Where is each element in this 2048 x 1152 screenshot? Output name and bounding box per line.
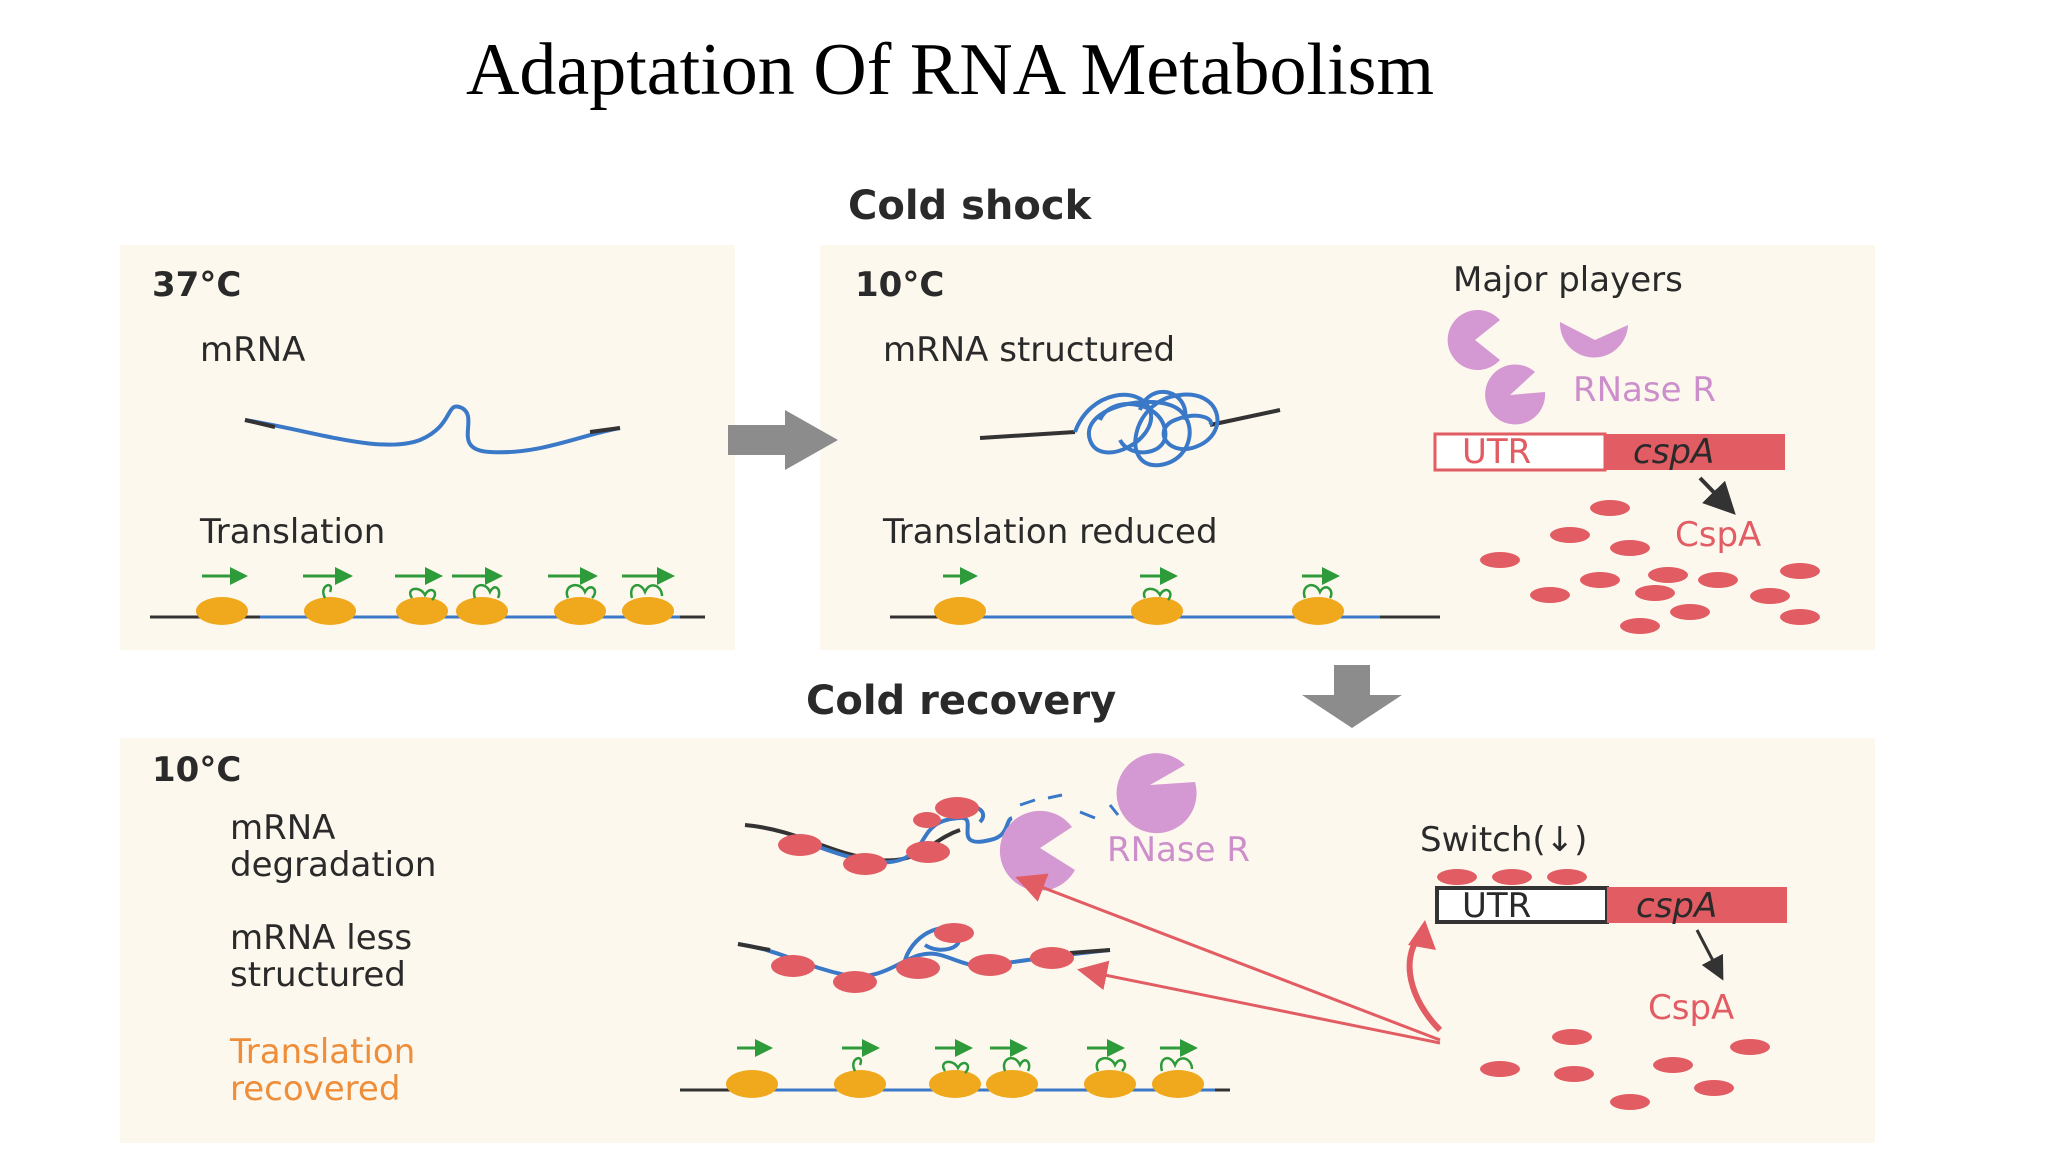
mrna-degradation-label-1: mRNA bbox=[230, 808, 336, 848]
gray-arrow-right bbox=[728, 410, 838, 470]
temp-10c-recovery: 10°C bbox=[152, 750, 242, 790]
mrna-less-label-1: mRNA less bbox=[230, 918, 413, 958]
translation-recovered-label-1: Translation bbox=[230, 1032, 416, 1072]
gene-to-protein-arrow bbox=[1698, 476, 1736, 515]
cspa-proteins-top bbox=[1480, 500, 1820, 634]
mrna-strand-ends bbox=[244, 418, 621, 434]
utr-box-recovery bbox=[1435, 886, 1609, 924]
cspa-gene-recovery-label: cspA bbox=[1636, 886, 1718, 926]
gene-to-protein-arrow-recovery bbox=[1695, 929, 1724, 981]
major-players-label: Major players bbox=[1453, 260, 1683, 300]
translation-label: Translation bbox=[200, 512, 386, 552]
translation-recovered-label-2: recovered bbox=[230, 1069, 401, 1109]
cold-shock-heading: Cold shock bbox=[848, 183, 1092, 229]
nascent-peptides-37c bbox=[322, 583, 664, 601]
switch-label: Switch(↓) bbox=[1420, 820, 1588, 860]
rnase-r-recovery-label: RNase R bbox=[1107, 830, 1250, 870]
structured-mrna-ends bbox=[979, 408, 1281, 440]
rnase-r-shapes bbox=[1447, 310, 1628, 425]
cspa-protein-label: CspA bbox=[1675, 515, 1762, 555]
slide-title: Adaptation Of RNA Metabolism bbox=[465, 29, 1435, 111]
gray-arrow-down bbox=[1302, 665, 1402, 728]
mrna-structured-label: mRNA structured bbox=[883, 330, 1176, 370]
structured-mrna-tangle bbox=[1073, 390, 1220, 468]
rnase-r-label: RNase R bbox=[1573, 370, 1716, 410]
translation-reduced-label: Translation reduced bbox=[883, 512, 1218, 552]
cspa-action-arrows bbox=[1015, 873, 1441, 1045]
degrading-mrna bbox=[744, 793, 1120, 875]
cspa-gene-label: cspA bbox=[1633, 432, 1715, 472]
mrna-strand bbox=[244, 404, 621, 455]
mrna-degradation-label-2: degradation bbox=[230, 845, 437, 885]
utr-recovery-label: UTR bbox=[1462, 886, 1532, 926]
cspa-protein-recovery-label: CspA bbox=[1648, 988, 1735, 1028]
ribosomes-37c bbox=[196, 597, 674, 625]
mrna-label: mRNA bbox=[200, 330, 306, 370]
temp-10c: 10°C bbox=[855, 265, 945, 305]
cspa-proteins-recovery bbox=[1480, 1029, 1770, 1110]
cspa-gene-box-recovery bbox=[1607, 887, 1787, 923]
ribosomes-recovery bbox=[726, 1070, 1204, 1098]
cold-recovery-heading: Cold recovery bbox=[806, 678, 1117, 724]
mrna-less-label-2: structured bbox=[230, 955, 406, 995]
ribosomes-10c bbox=[934, 597, 1344, 625]
rnase-r-recovery bbox=[999, 753, 1197, 891]
temp-37c: 37°C bbox=[152, 265, 242, 305]
switch-cspa-on-utr bbox=[1437, 869, 1587, 885]
cspa-gene-box bbox=[1605, 434, 1785, 470]
utr-label: UTR bbox=[1462, 432, 1532, 472]
less-structured-mrna bbox=[737, 923, 1111, 993]
